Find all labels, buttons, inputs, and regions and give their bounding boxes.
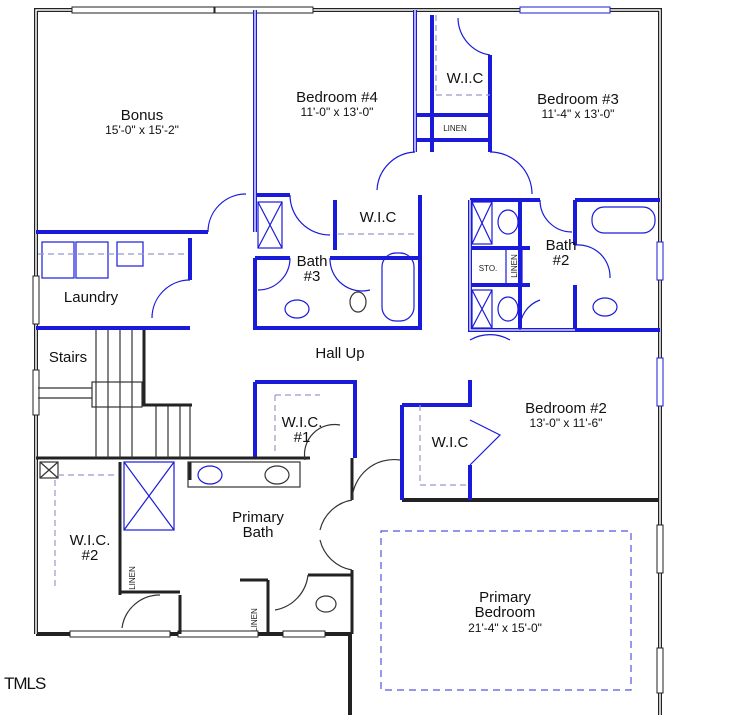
room-labels: Bonus 15'-0" x 15'-2" Bedroom #4 11'-0" … bbox=[49, 70, 619, 635]
linen-pb1-label: LINEN bbox=[128, 566, 137, 590]
bedroom3-dims: 11'-4" x 13'-0" bbox=[542, 107, 615, 121]
primary-bedroom-dims: 21'-4" x 15'-0" bbox=[468, 621, 542, 635]
stairs-treads bbox=[38, 330, 192, 458]
wic-bedroom2-label: W.I.C bbox=[432, 434, 469, 451]
bedroom3-label: Bedroom #3 bbox=[537, 91, 619, 108]
wic-top-label: W.I.C bbox=[447, 70, 484, 87]
bath2-label: Bath bbox=[546, 237, 577, 254]
wic1-label: W.I.C. bbox=[282, 414, 323, 431]
stairs-label: Stairs bbox=[49, 349, 87, 366]
wic-bedroom4-label: W.I.C bbox=[360, 209, 397, 226]
wic2-number: #2 bbox=[82, 547, 99, 564]
fixtures bbox=[38, 15, 656, 691]
linen-pb2-label: LINEN bbox=[250, 608, 259, 632]
bath3-number: #3 bbox=[304, 268, 321, 285]
door-swings bbox=[121, 17, 611, 629]
wic1-number: #1 bbox=[294, 429, 311, 446]
primary-bath-label-2: Bath bbox=[243, 524, 274, 541]
laundry-label: Laundry bbox=[64, 289, 119, 306]
hall-label: Hall Up bbox=[315, 345, 364, 362]
linen-bath2-label: LINEN bbox=[510, 254, 519, 278]
bedroom4-dims: 11'-0" x 13'-0" bbox=[301, 105, 374, 119]
bedroom4-label: Bedroom #4 bbox=[296, 89, 378, 106]
primary-bedroom-label: Primary bbox=[479, 589, 531, 606]
primary-suite-walls bbox=[36, 456, 354, 634]
sto-label: STO. bbox=[479, 264, 498, 273]
watermark: TMLS bbox=[4, 674, 46, 693]
windows bbox=[32, 6, 664, 694]
linen-top-label: LINEN bbox=[443, 124, 467, 133]
bonus-label: Bonus bbox=[121, 107, 164, 124]
bonus-dims: 15'-0" x 15'-2" bbox=[105, 123, 179, 137]
primary-bath-label: Primary bbox=[232, 509, 284, 526]
primary-bedroom-label-2: Bedroom bbox=[475, 604, 536, 621]
bedroom2-label: Bedroom #2 bbox=[525, 400, 607, 417]
bath2-number: #2 bbox=[553, 252, 570, 269]
bath3-label: Bath bbox=[297, 253, 328, 270]
wic2-label: W.I.C. bbox=[70, 532, 111, 549]
bedroom2-dims: 13'-0" x 11'-6" bbox=[530, 416, 603, 430]
